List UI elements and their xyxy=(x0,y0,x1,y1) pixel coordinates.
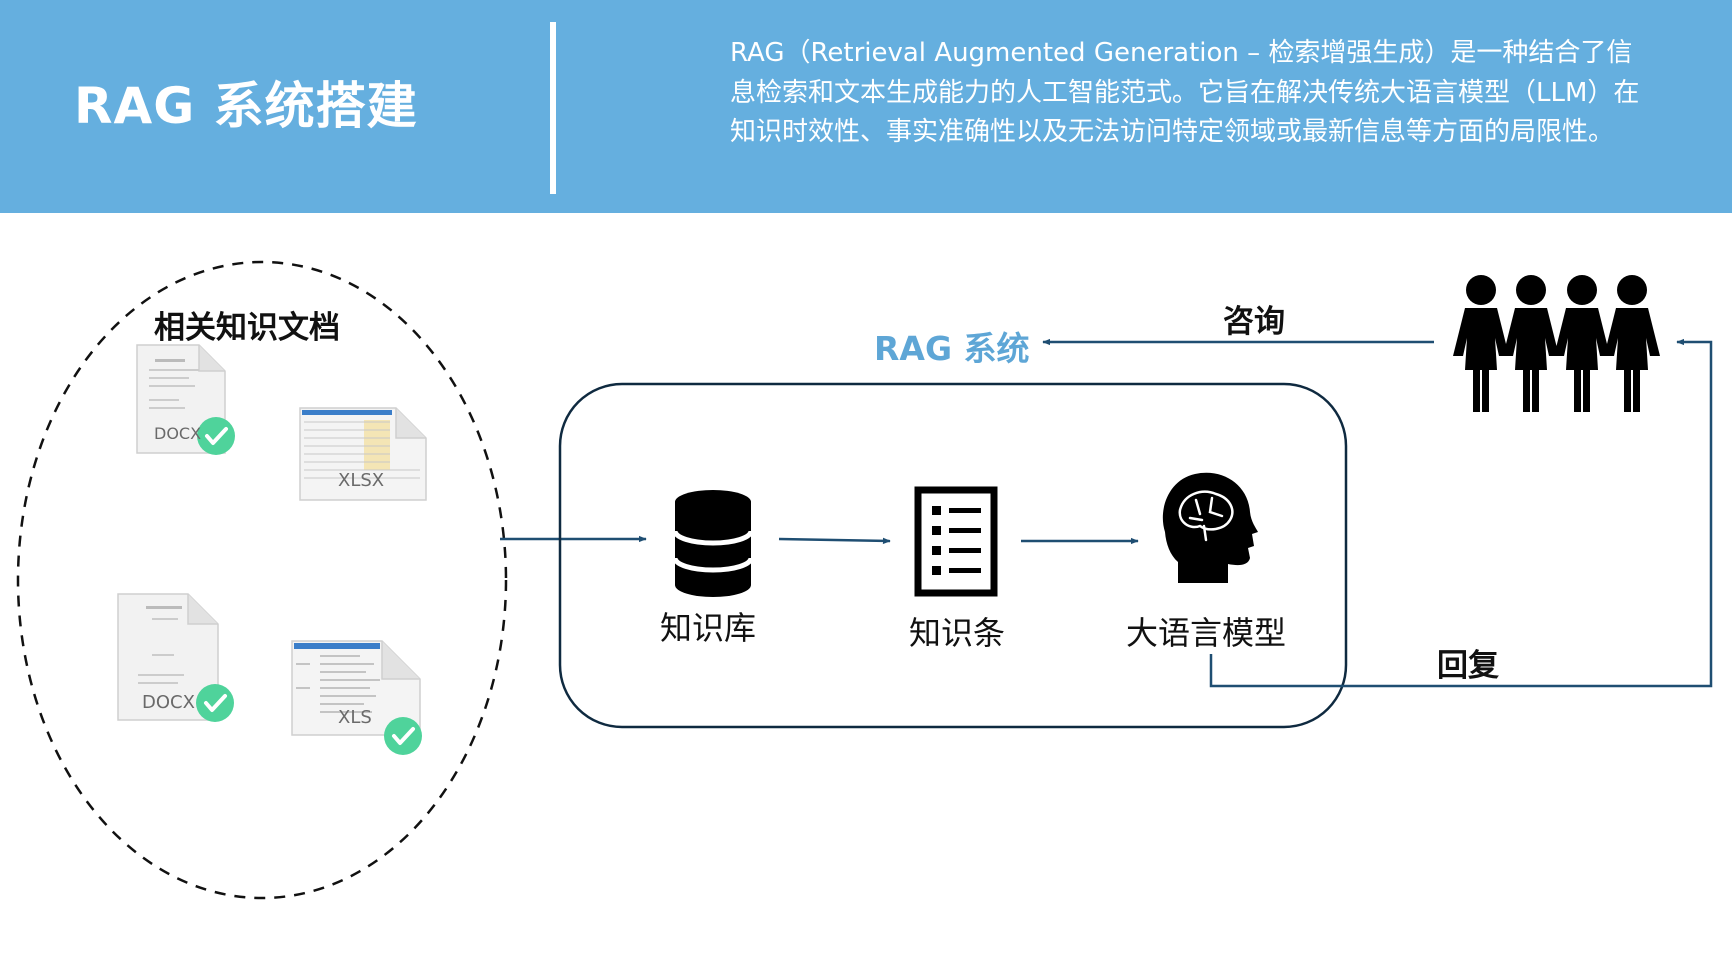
rag-system-box xyxy=(558,382,1348,729)
checkmark-icon xyxy=(194,682,236,724)
reply-label: 回复 xyxy=(1437,648,1499,684)
docx-file-icon xyxy=(136,344,226,454)
knowledge-base-label: 知识库 xyxy=(660,609,757,647)
reply-arrow xyxy=(1209,338,1713,688)
docx-file-icon xyxy=(117,593,219,721)
people-group-icon xyxy=(1453,275,1660,412)
documents-heading: 相关知识文档 xyxy=(154,310,340,346)
checkmark-icon xyxy=(195,415,237,457)
knowledge-items-label: 知识条 xyxy=(909,614,1006,652)
header-banner: RAG 系统搭建 RAG（Retrieval Augmented Generat… xyxy=(0,0,1732,213)
brain-head-icon xyxy=(1162,472,1258,583)
file-ext-label: XLS xyxy=(338,707,372,728)
list-document-icon xyxy=(914,486,998,597)
consult-label: 咨询 xyxy=(1223,304,1285,340)
file-ext-label: DOCX xyxy=(154,424,202,443)
database-icon xyxy=(672,490,754,597)
llm-label: 大语言模型 xyxy=(1126,614,1287,652)
header-description: RAG（Retrieval Augmented Generation – 检索增… xyxy=(730,38,1640,147)
file-ext-label: XLSX xyxy=(338,470,385,491)
checkmark-icon xyxy=(382,715,424,757)
documents-dashed-ellipse xyxy=(16,260,508,900)
rag-system-label: RAG 系统 xyxy=(874,329,1030,368)
page-title: RAG 系统搭建 xyxy=(74,77,418,135)
xls-file-icon xyxy=(291,640,421,736)
arrow-kb-to-items xyxy=(778,537,891,545)
header-divider xyxy=(550,22,556,194)
file-ext-label: DOCX xyxy=(142,692,195,713)
xlsx-file-icon xyxy=(299,407,427,501)
